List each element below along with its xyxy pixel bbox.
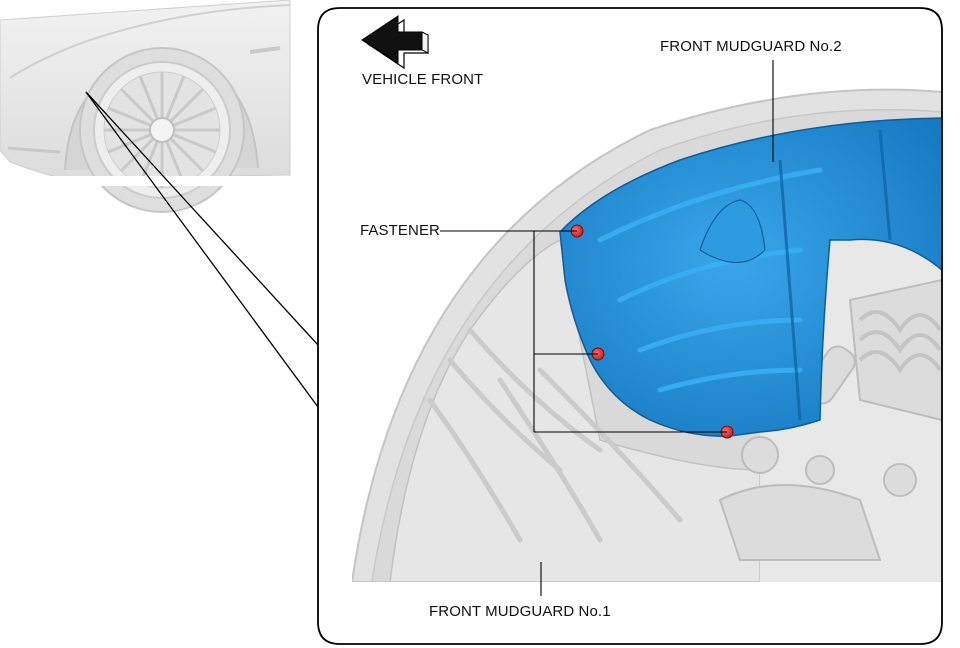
mudguard-no2-shape (559, 117, 942, 437)
front-mudguard-no2-label: FRONT MUDGUARD No.2 (660, 38, 842, 55)
fastener-label: FASTENER (360, 222, 440, 239)
vehicle-front-label: VEHICLE FRONT (362, 71, 484, 88)
car-overview (0, 0, 300, 213)
callout-frame (317, 7, 943, 645)
front-mudguard-no1-label: FRONT MUDGUARD No.1 (429, 603, 611, 620)
callout-detail (352, 30, 942, 582)
zoom-lines (85, 91, 319, 408)
leader-lines (440, 60, 774, 596)
arrow-left-3d-icon (361, 15, 429, 70)
